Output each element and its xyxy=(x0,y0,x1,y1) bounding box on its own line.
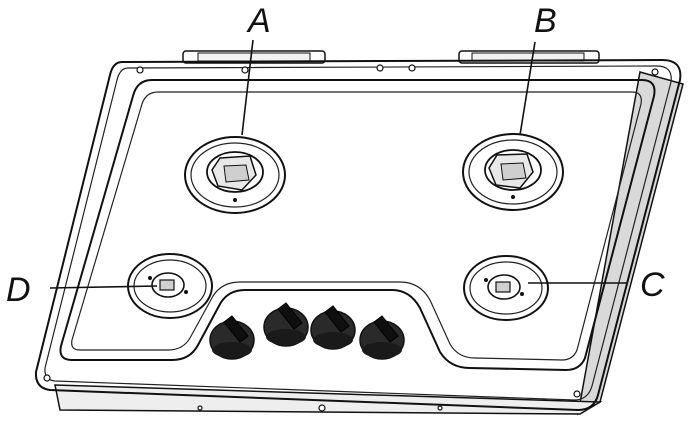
burner-c xyxy=(463,255,549,321)
burner-b xyxy=(462,133,564,211)
cooktop-body xyxy=(54,71,684,416)
callout-c: C xyxy=(640,266,665,304)
cooktop-inner-panel xyxy=(59,79,656,371)
screws xyxy=(43,64,659,412)
knob-2 xyxy=(263,302,309,347)
knob-4 xyxy=(359,315,405,360)
leader-lines xyxy=(49,39,628,289)
knob-1 xyxy=(209,315,255,360)
callout-b: B xyxy=(534,2,557,40)
burner-d xyxy=(127,253,213,319)
callout-a: A xyxy=(246,2,271,40)
callout-d: D xyxy=(6,271,31,309)
burner-a xyxy=(184,136,286,214)
control-knobs xyxy=(209,302,405,360)
knob-3 xyxy=(310,305,356,350)
cooktop-outer-frame xyxy=(34,59,682,411)
